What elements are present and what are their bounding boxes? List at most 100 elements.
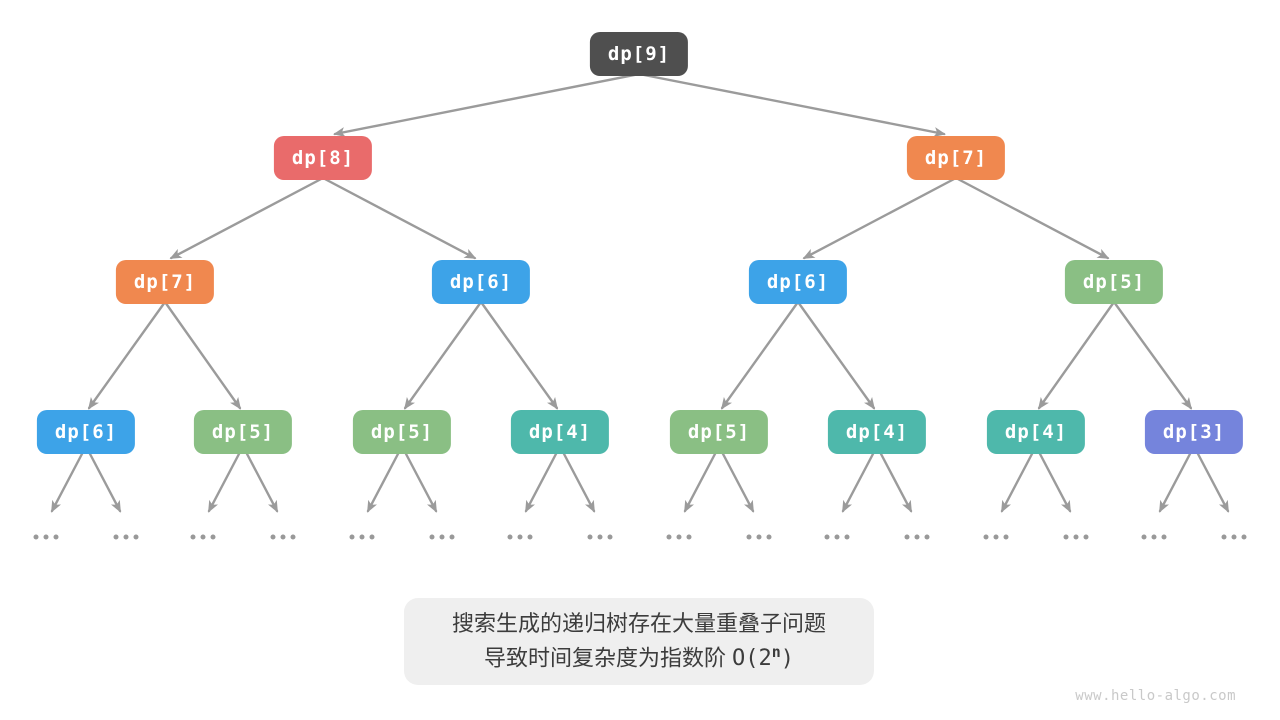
ellipsis-dot bbox=[597, 534, 603, 540]
ellipsis-dot bbox=[190, 534, 196, 540]
ellipsis-dot bbox=[1063, 534, 1069, 540]
ellipsis-dot bbox=[369, 534, 375, 540]
ellipsis-dot bbox=[834, 534, 840, 540]
tree-node-n11-dp5: dp[5] bbox=[669, 410, 769, 454]
ellipsis-dot bbox=[983, 534, 989, 540]
tree-edge bbox=[403, 450, 438, 513]
ellipsis-dot bbox=[924, 534, 930, 540]
tree-node-n4-dp6: dp[6] bbox=[431, 260, 531, 304]
ellipsis-dot bbox=[756, 534, 762, 540]
leaf-ellipsis bbox=[983, 534, 1009, 540]
tree-edge bbox=[878, 450, 913, 513]
tree-node-n14-dp3: dp[3] bbox=[1144, 410, 1244, 454]
tree-edge bbox=[1037, 300, 1116, 410]
tree-node-n8-dp5: dp[5] bbox=[193, 410, 293, 454]
tree-node-n2-dp7: dp[7] bbox=[906, 136, 1006, 180]
tree-node-n13-dp4: dp[4] bbox=[986, 410, 1086, 454]
ellipsis-dot bbox=[1241, 534, 1247, 540]
ellipsis-dot bbox=[449, 534, 455, 540]
tree-edge bbox=[1037, 450, 1072, 513]
leaf-ellipsis bbox=[824, 534, 850, 540]
ellipsis-dot bbox=[1083, 534, 1089, 540]
leaf-ellipsis bbox=[1141, 534, 1167, 540]
tree-edge bbox=[169, 176, 325, 260]
tree-edge bbox=[479, 300, 559, 410]
tree-edge bbox=[87, 450, 122, 513]
tree-edge bbox=[403, 300, 483, 410]
ellipsis-dot bbox=[1151, 534, 1157, 540]
leaf-ellipsis bbox=[904, 534, 930, 540]
tree-node-n3-dp7: dp[7] bbox=[115, 260, 215, 304]
leaf-ellipsis bbox=[113, 534, 139, 540]
tree-edge bbox=[561, 450, 596, 513]
tree-node-n5-dp6: dp[6] bbox=[748, 260, 848, 304]
ellipsis-dot bbox=[824, 534, 830, 540]
tree-node-n12-dp4: dp[4] bbox=[827, 410, 927, 454]
ellipsis-dot bbox=[746, 534, 752, 540]
leaf-ellipsis bbox=[1221, 534, 1247, 540]
tree-edge bbox=[333, 72, 641, 137]
leaf-ellipsis bbox=[429, 534, 455, 540]
ellipsis-dot bbox=[200, 534, 206, 540]
ellipsis-dot bbox=[1073, 534, 1079, 540]
ellipsis-dot bbox=[123, 534, 129, 540]
ellipsis-dot bbox=[439, 534, 445, 540]
leaf-ellipsis bbox=[33, 534, 59, 540]
tree-edge bbox=[720, 300, 800, 410]
ellipsis-dot bbox=[290, 534, 296, 540]
ellipsis-dot bbox=[517, 534, 523, 540]
ellipsis-dot bbox=[43, 534, 49, 540]
ellipsis-dot bbox=[914, 534, 920, 540]
tree-edge bbox=[207, 450, 242, 513]
ellipsis-dot bbox=[1003, 534, 1009, 540]
tree-node-n6-dp5: dp[5] bbox=[1064, 260, 1164, 304]
formula-close: ) bbox=[780, 646, 795, 672]
leaf-ellipsis bbox=[270, 534, 296, 540]
ellipsis-dot bbox=[53, 534, 59, 540]
tree-edge bbox=[244, 450, 279, 513]
tree-node-n10-dp4: dp[4] bbox=[510, 410, 610, 454]
ellipsis-dot bbox=[527, 534, 533, 540]
ellipsis-dot bbox=[676, 534, 682, 540]
ellipsis-dot bbox=[904, 534, 910, 540]
ellipsis-dot bbox=[33, 534, 39, 540]
tree-edge bbox=[1112, 300, 1193, 410]
ellipsis-dot bbox=[1221, 534, 1227, 540]
ellipsis-dot bbox=[133, 534, 139, 540]
tree-edge bbox=[1000, 450, 1035, 513]
tree-edge bbox=[796, 300, 876, 410]
ellipsis-dot bbox=[210, 534, 216, 540]
ellipsis-dot bbox=[993, 534, 999, 540]
ellipsis-dot bbox=[1231, 534, 1237, 540]
ellipsis-dot bbox=[280, 534, 286, 540]
formula-base: O(2 bbox=[731, 646, 772, 672]
leaf-ellipsis bbox=[666, 534, 692, 540]
tree-edge bbox=[637, 72, 946, 137]
tree-node-n7-dp6: dp[6] bbox=[36, 410, 136, 454]
ellipsis-dot bbox=[113, 534, 119, 540]
tree-edge bbox=[720, 450, 755, 513]
tree-edge bbox=[802, 176, 958, 260]
caption-line2-text: 导致时间复杂度为指数阶 bbox=[483, 646, 726, 672]
tree-node-n9-dp5: dp[5] bbox=[352, 410, 452, 454]
tree-node-n0-dp9: dp[9] bbox=[589, 32, 689, 76]
ellipsis-dot bbox=[844, 534, 850, 540]
caption-line1: 搜索生成的递归树存在大量重叠子问题 bbox=[451, 612, 827, 637]
tree-edge bbox=[841, 450, 876, 513]
leaf-ellipsis bbox=[190, 534, 216, 540]
ellipsis-dot bbox=[270, 534, 276, 540]
tree-edge bbox=[683, 450, 718, 513]
tree-edge bbox=[954, 176, 1110, 260]
ellipsis-dot bbox=[1141, 534, 1147, 540]
tree-edge bbox=[1158, 450, 1193, 513]
tree-edge bbox=[87, 300, 167, 410]
tree-edge bbox=[321, 176, 477, 260]
ellipsis-dot bbox=[686, 534, 692, 540]
tree-edge bbox=[163, 300, 242, 410]
ellipsis-dot bbox=[766, 534, 772, 540]
leaf-ellipsis bbox=[349, 534, 375, 540]
